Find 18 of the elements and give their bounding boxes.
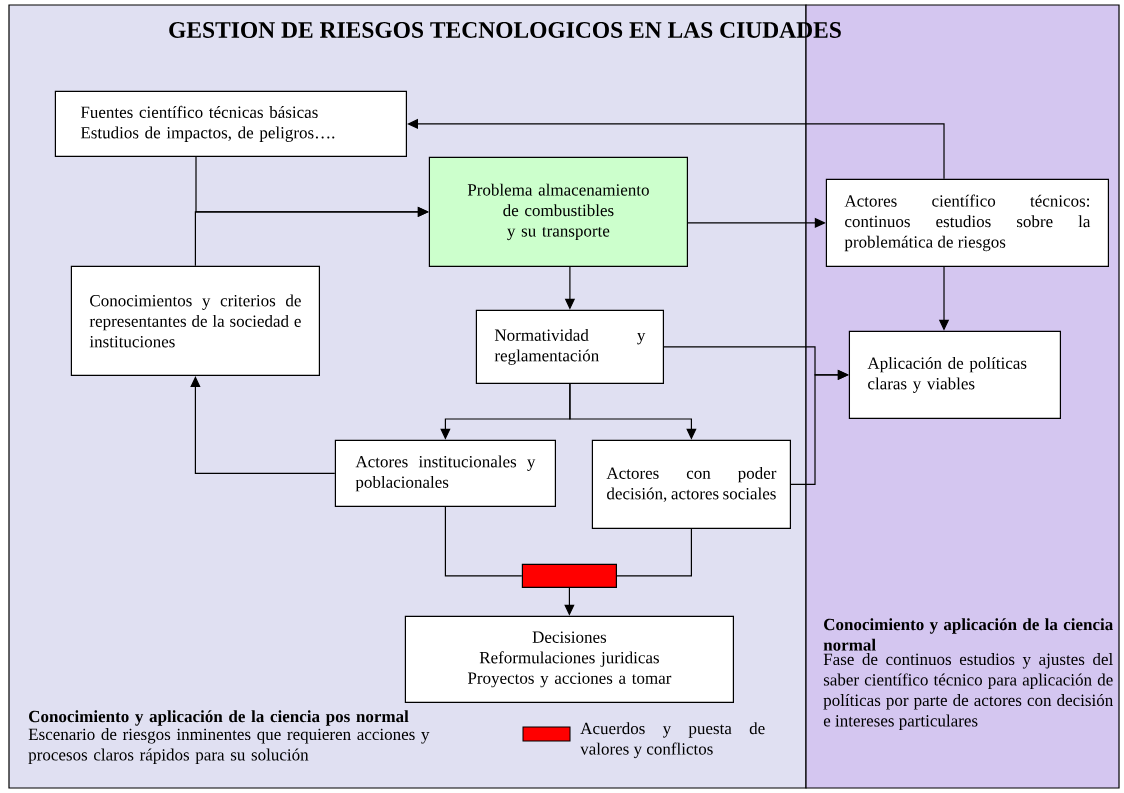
panel-heading: Conocimiento y aplicación de la ciencia pos normal: [29, 710, 409, 726]
problem-box: Problema almacenamiento de combustibles y su transporte: [428, 156, 688, 267]
arrow: [190, 376, 336, 474]
decision-box: Decisiones Reformulaciones juridicas Proyectos y acciones a tomar: [404, 615, 734, 703]
process-box: Actores institucionales y poblacionales: [334, 439, 556, 507]
source-box: Fuentes científico técnicas básicas Estudios de impactos, de peligros….: [54, 90, 407, 157]
connector-line: [616, 528, 692, 577]
process-box: Normatividad y reglamentación: [475, 309, 664, 384]
panel-description: Fase de continuos estudios y ajustes del saber científico técnico para aplicación de políticas por parte de actores con decisión e intereses particulares: [823, 653, 1113, 730]
panel-description: Escenario de riesgos inminentes que requieren acciones y procesos claros rápidos para su solución: [28, 728, 430, 764]
agreement-bar: [521, 563, 617, 588]
process-box: Conocimientos y criterios de representantes de la sociedad e instituciones: [70, 265, 320, 376]
panel-heading: Conocimiento y aplicación de la ciencia normal: [823, 618, 1113, 651]
legend-text: Acuerdos y puesta de valores y conflictos: [580, 722, 765, 759]
process-box: Actores con poder decisión, actores sociales: [591, 439, 791, 529]
policy-box: Aplicación de políticas claras y viables: [848, 330, 1061, 419]
connector-line: [444, 506, 523, 577]
process-box: Actores científico técnicos: continuos estudios sobre la problemática de riesgos: [825, 178, 1109, 267]
